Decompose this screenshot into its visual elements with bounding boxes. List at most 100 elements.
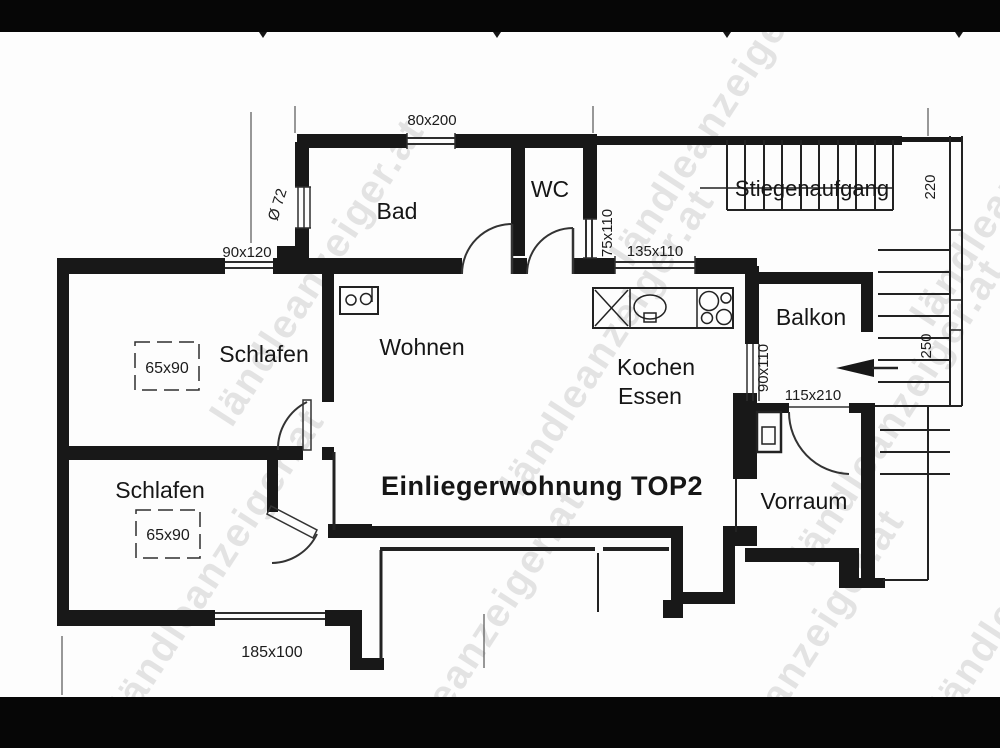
wall-main-bottom-step-v [671, 534, 683, 600]
plan-title: Einliegerwohnung TOP2 [381, 471, 703, 501]
wall-balkon-right [861, 272, 873, 332]
wall-vorraum-bottom [745, 548, 859, 562]
wall-bad-top-left [297, 134, 407, 148]
dim-kochen-window: 135x110 [627, 243, 683, 260]
wall-wc-right-upper [583, 144, 597, 219]
plan-line [461, 223, 513, 275]
scan-mark [493, 32, 501, 38]
stove-burner [715, 308, 733, 326]
dim-bad-top-window: 80x200 [407, 112, 456, 129]
wall-bottom-stub-left [350, 658, 384, 670]
dimension-lines [61, 32, 963, 695]
wall-bottom-protrusion [663, 600, 683, 618]
dim-bed-window-top: 65x90 [145, 360, 189, 377]
kitchen-counter [592, 287, 734, 329]
room-label-essen: Essen [618, 383, 682, 409]
sink-basin [633, 294, 667, 320]
plan-line [836, 359, 874, 377]
door-schlafen-top [276, 399, 312, 451]
room-label-bad: Bad [377, 198, 418, 224]
dim-wc-window: 75x110 [599, 209, 616, 257]
wall-bottom-step-left [350, 610, 362, 670]
dim-schlafen-top-window: 90x120 [222, 244, 271, 261]
labels: Bad WC Stiegenaufgang Schlafen Schlafen … [115, 112, 939, 661]
wall-vorraum-corner [733, 532, 757, 546]
wall-mid-band-1 [57, 258, 225, 274]
dim-schlafen-bottom-window: 185x100 [241, 644, 302, 661]
stiegenaufgang-steps [744, 140, 894, 210]
entrance-arrow [836, 359, 898, 377]
room-wc [527, 148, 583, 258]
scan-black-band-top [0, 0, 1000, 32]
sink-drain [643, 312, 657, 323]
wall-bad-wc-divider [511, 144, 525, 256]
door-bad [461, 223, 514, 275]
dim-stair-run: 250 [918, 333, 935, 358]
wall-bad-left-jog [277, 246, 299, 260]
door-wc [526, 227, 575, 275]
vorraum-fixture [755, 410, 783, 454]
stair-down-region [875, 230, 962, 406]
wall-wohnen-left-chunk [328, 524, 372, 538]
scan-mark [259, 32, 267, 38]
window-schlafen2-185x100 [215, 612, 325, 620]
stove-burner [698, 290, 720, 312]
wall-mid-band-3 [512, 258, 527, 274]
dim-stair-width: 220 [922, 174, 939, 199]
wall-exterior-left [57, 258, 69, 626]
wall-vorraum-step-h [839, 578, 885, 588]
window-bad-top-80x200 [406, 133, 456, 149]
wall-schlafen1-right-stub [322, 447, 334, 460]
plan-line [265, 504, 319, 540]
window-balkon-90x110 [746, 344, 760, 401]
room-label-wc: WC [531, 176, 569, 202]
room-label-schlafen-bottom: Schlafen [115, 477, 205, 503]
wall-vorraum-right [861, 408, 875, 586]
wall-mid-band-2 [273, 258, 462, 274]
room-label-balkon: Balkon [776, 304, 846, 330]
wohnen-basin-fixture [339, 286, 379, 315]
walls [57, 134, 962, 670]
room-label-vorraum: Vorraum [761, 488, 848, 514]
bed-window-box-top [134, 341, 200, 391]
dim-bad-side-window: Ø 72 [265, 187, 291, 223]
wall-main-bottom-step-h [671, 592, 733, 604]
plan-line [276, 401, 308, 451]
wall-mid-band-5 [695, 258, 757, 274]
plan-line [755, 410, 783, 454]
plan-line [345, 294, 357, 306]
wall-balkon-top [753, 272, 871, 284]
wall-schlafen2-right-stub [267, 456, 278, 512]
room-label-wohnen: Wohnen [379, 334, 464, 360]
dim-balkon-window: 90x110 [755, 344, 772, 392]
windows [134, 133, 760, 620]
plan-line [271, 533, 318, 564]
window-kochen-135x110 [614, 256, 696, 274]
wall-main-right-lower-v [723, 528, 735, 604]
doors [265, 223, 850, 564]
stove-burner [700, 311, 714, 325]
plan-line [788, 411, 850, 475]
room-balkon [759, 284, 861, 403]
scan-mark [723, 32, 731, 38]
wall-bedroom-divider [57, 446, 303, 460]
window-schlafen1-90x120 [225, 261, 273, 269]
room-label-kochen: Kochen [617, 354, 695, 380]
dim-entrance-door: 115x210 [785, 387, 841, 404]
window-bad-side-o72 [295, 186, 311, 229]
wall-stair-top [597, 136, 902, 145]
room-label-stiegenaufgang: Stiegenaufgang [735, 176, 889, 201]
stair-down-steps [878, 249, 950, 475]
door-vorraum-entrance [788, 406, 850, 475]
wall-kochen-balkon-divider [745, 266, 759, 344]
wall-bad-top-right [455, 134, 597, 148]
wall-bad-left-upper [295, 142, 309, 187]
room-label-schlafen-top: Schlafen [219, 341, 309, 367]
plan-line [592, 287, 734, 329]
room-wohnen [346, 282, 546, 462]
wall-schlafen1-right [322, 272, 334, 402]
window-wc-75x110 [583, 218, 597, 259]
wall-essen-vorraum-pillar [733, 393, 757, 479]
